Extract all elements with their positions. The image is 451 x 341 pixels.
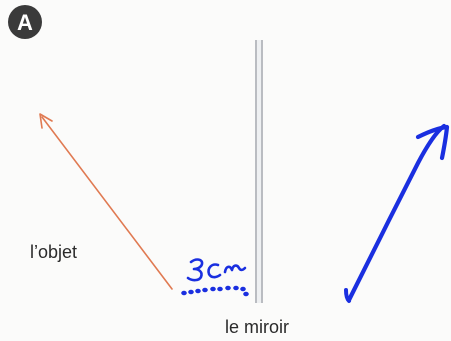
mirror-glass xyxy=(257,40,261,303)
measure-dot xyxy=(233,285,239,291)
measure-dot xyxy=(225,285,231,291)
measure-dot xyxy=(240,286,246,292)
mirror-label: le miroir xyxy=(225,317,289,337)
handwritten-3 xyxy=(186,258,204,282)
badge-letter: A xyxy=(17,10,33,35)
image-arrow-shaft xyxy=(346,123,447,303)
handwritten-c xyxy=(207,263,222,279)
dotted-measure-line xyxy=(181,285,249,297)
measure-dot xyxy=(188,289,194,295)
object-arrow-head xyxy=(39,113,53,129)
measure-dot xyxy=(202,287,208,293)
badge-circle xyxy=(8,5,42,39)
image-arrow-head xyxy=(415,124,450,161)
handwritten-m xyxy=(223,264,247,274)
measure-dot xyxy=(210,286,216,292)
mirror xyxy=(255,40,263,303)
object-arrow-shaft xyxy=(41,116,173,290)
handwritten-annotation: 3cm xyxy=(181,258,249,297)
image-arrow-tail-hook xyxy=(344,288,351,303)
measure-dot xyxy=(181,290,187,296)
measure-dot xyxy=(243,291,249,297)
object-label: l’objet xyxy=(30,242,77,262)
object-arrow xyxy=(39,113,173,290)
measure-dot xyxy=(217,286,223,292)
measure-dot xyxy=(195,288,201,294)
image-arrow xyxy=(344,123,450,303)
figure-badge: A xyxy=(8,5,42,39)
